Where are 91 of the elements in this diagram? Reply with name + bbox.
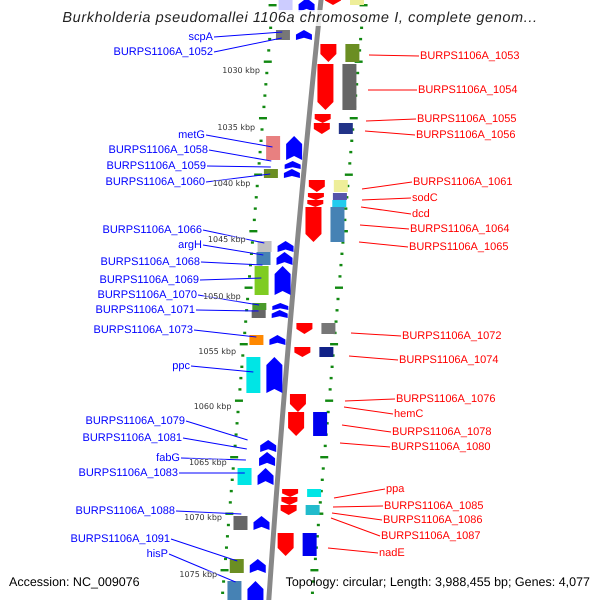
leader-line [206, 166, 272, 168]
leader-line [200, 278, 262, 280]
leader-line [360, 206, 412, 214]
leader-line [362, 182, 412, 190]
gene-label: BURPS1106A_1068 [100, 256, 200, 268]
leader-line [214, 32, 283, 38]
leader-line [194, 330, 257, 338]
leader-line [350, 332, 402, 336]
gene-label: nadE [379, 546, 405, 560]
gene-label: BURPS1106A_1059 [106, 160, 206, 172]
leader-line [168, 554, 236, 582]
leader-line [334, 488, 386, 498]
gene-label: BURPS1106A_1087 [381, 530, 480, 542]
leader-line [206, 134, 273, 148]
gene-label: BURPS1106A_1055 [417, 112, 516, 126]
scale-label: 1055 kbp [198, 347, 236, 357]
scale-label: 1040 kbp [212, 179, 250, 189]
gene-label: fabG [156, 452, 180, 464]
gene-label: scpA [188, 30, 213, 44]
gene-label: sodC [412, 192, 438, 204]
gene-label: BURPS1106A_1081 [82, 432, 182, 444]
leader-line [178, 472, 246, 474]
scale-label: 1060 kbp [194, 402, 232, 412]
leader-line [340, 442, 390, 448]
leader-line [190, 366, 254, 372]
gene-label: BURPS1106A_1078 [392, 426, 492, 438]
gene-label: BURPS1106A_1054 [418, 84, 518, 96]
leader-line [202, 244, 264, 256]
leader-line [170, 538, 238, 562]
gene-label: BURPS1106A_1080 [391, 440, 490, 454]
leader-line [200, 262, 263, 266]
leader-line [214, 38, 282, 52]
leader-line [344, 406, 394, 414]
gene-label: BURPS1106A_1066 [102, 224, 202, 236]
gene-label: BURPS1106A_1086 [383, 514, 482, 526]
leader-line [196, 310, 260, 312]
scale-label: 1075 kbp [179, 570, 218, 580]
gene-label: BURPS1106A_1072 [402, 330, 502, 342]
gene-label: BURPS1106A_1076 [396, 392, 496, 406]
map-title: Burkholderia pseudomallei 1106a chromosome I, complete genom... [62, 10, 538, 26]
gene-label: BURPS1106A_1069 [100, 274, 199, 286]
gene-label: dcd [412, 208, 430, 220]
leader-line [202, 230, 265, 244]
gene-label: BURPS1106A_1091 [70, 532, 170, 546]
info-text: Accession: NC_009076 [9, 575, 140, 590]
gene-label: BURPS1106A_1052 [114, 46, 213, 58]
leader-line [332, 512, 382, 520]
gene-label: argH [178, 238, 202, 252]
gene-label: BURPS1106A_1070 [98, 288, 197, 302]
leader-line [182, 438, 248, 450]
gene-label: hisP [146, 548, 168, 560]
gene-label: BURPS1106A_1058 [108, 144, 208, 156]
leader-line [330, 518, 380, 536]
scale-label: 1070 kbp [184, 513, 222, 523]
leader-line [368, 54, 420, 56]
gene-label: BURPS1106A_1053 [420, 50, 520, 62]
leader-line [180, 458, 246, 460]
leader-line [360, 224, 410, 230]
leader-line [348, 356, 398, 360]
gene-label: BURPS1106A_1085 [384, 500, 484, 512]
gene-label: BURPS1106A_1056 [416, 128, 516, 142]
gene-label: BURPS1106A_1060 [106, 176, 205, 188]
gene-label: BURPS1106A_1064 [410, 222, 510, 236]
leader-line [328, 548, 378, 554]
leader-line [342, 424, 392, 432]
scale-label: 1065 kbp [188, 458, 227, 468]
leader-line [186, 420, 248, 440]
leader-line [208, 150, 272, 162]
leader-line [358, 242, 408, 248]
scale-label: 1035 kbp [217, 123, 256, 133]
gene-label: BURPS1106A_1061 [413, 176, 512, 188]
gene-label: BURPS1106A_1088 [76, 504, 175, 518]
gene-label: hemC [394, 408, 424, 420]
leader-line [362, 198, 412, 200]
leader-line [344, 398, 396, 402]
leader-line [366, 118, 416, 122]
gene-label: BURPS1106A_1071 [96, 304, 195, 316]
gene-label: BURPS1106A_1074 [399, 354, 498, 366]
leader-line [364, 130, 416, 136]
leader-line [176, 510, 242, 514]
leader-line [206, 174, 271, 182]
gene-label: BURPS1106A_1083 [78, 466, 178, 480]
leader-line [332, 506, 384, 508]
gene-label: ppa [386, 482, 404, 496]
gene-label: metG [178, 128, 205, 142]
gene-label: BURPS1106A_1073 [94, 324, 193, 336]
gene-label: ppc [172, 360, 190, 372]
scale-label: 1030 kbp [222, 66, 260, 76]
info-text: Topology: circular; Length: 3,988,455 bp; Genes: 4,077 [286, 575, 590, 590]
gene-label: BURPS1106A_1065 [409, 240, 508, 254]
gene-label: BURPS1106A_1079 [86, 414, 185, 428]
